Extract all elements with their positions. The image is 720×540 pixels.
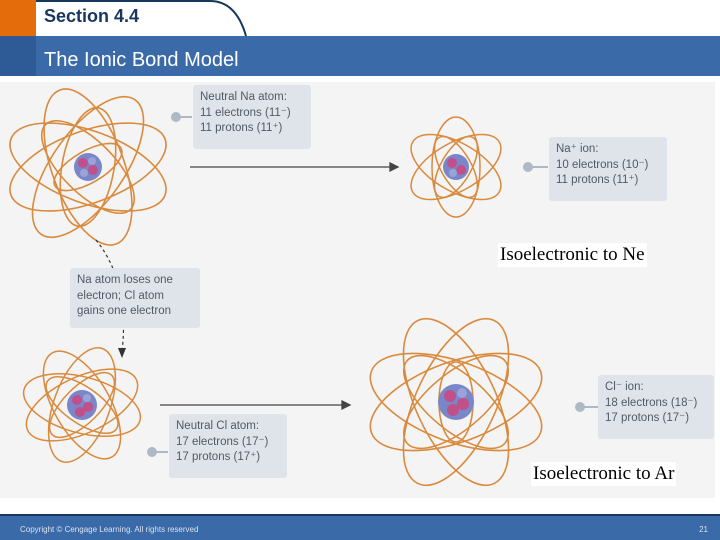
title-bar-accent bbox=[0, 36, 36, 76]
copyright-text: Copyright © Cengage Learning. All rights… bbox=[20, 525, 199, 534]
slide-title: The Ionic Bond Model bbox=[44, 49, 239, 71]
cl-ion-diagram bbox=[369, 317, 543, 487]
cl-atom-diagram bbox=[22, 347, 142, 463]
header-top bbox=[0, 0, 720, 36]
na-ion-callout: Na⁺ ion: 10 electrons (10⁻) 11 protons (… bbox=[549, 137, 667, 201]
neutral-cl-line-1: Neutral Cl atom: bbox=[176, 420, 260, 432]
neutral-cl-line-2: 17 electrons (17⁻) bbox=[176, 435, 269, 448]
footer-divider bbox=[0, 514, 720, 516]
isoelectronic-ar-label: Isoelectronic to Ar bbox=[531, 462, 677, 486]
cl-ion-line-2: 18 electrons (18⁻) bbox=[605, 396, 698, 409]
transfer-line-2: electron; Cl atom bbox=[77, 289, 164, 302]
na-ion-line-1: Na⁺ ion: bbox=[556, 143, 599, 155]
footer-bar: Copyright © Cengage Learning. All rights… bbox=[0, 516, 720, 540]
section-tab-curve bbox=[36, 0, 247, 37]
cl-ion-callout: Cl⁻ ion: 18 electrons (18⁻) 17 protons (… bbox=[598, 375, 714, 439]
isoelectronic-ne-label: Isoelectronic to Ne bbox=[498, 243, 647, 267]
neutral-na-line-3: 11 protons (11⁺) bbox=[200, 122, 283, 134]
transfer-callout: Na atom loses one electron; Cl atom gain… bbox=[70, 268, 200, 328]
section-label: Section 4.4 bbox=[44, 6, 140, 26]
section-accent-square bbox=[0, 0, 36, 36]
neutral-na-line-1: Neutral Na atom: bbox=[200, 91, 287, 103]
na-ion-line-3: 11 protons (11⁺) bbox=[556, 174, 639, 186]
na-ion-diagram bbox=[410, 116, 502, 218]
neutral-cl-line-3: 17 protons (17⁺) bbox=[176, 451, 261, 463]
neutral-cl-callout: Neutral Cl atom: 17 electrons (17⁻) 17 p… bbox=[169, 414, 287, 478]
transfer-line-1: Na atom loses one bbox=[77, 274, 173, 286]
title-bar bbox=[0, 36, 720, 76]
neutral-na-line-2: 11 electrons (11⁻) bbox=[200, 106, 291, 119]
na-ion-line-2: 10 electrons (10⁻) bbox=[556, 158, 649, 171]
neutral-na-callout: Neutral Na atom: 11 electrons (11⁻) 11 p… bbox=[193, 85, 311, 149]
page-number: 21 bbox=[699, 525, 708, 534]
transfer-line-3: gains one electron bbox=[77, 305, 171, 317]
cl-ion-line-1: Cl⁻ ion: bbox=[605, 381, 644, 393]
na-atom-diagram bbox=[9, 88, 167, 246]
cl-ion-line-3: 17 protons (17⁻) bbox=[605, 412, 690, 424]
ionic-bond-diagram bbox=[9, 88, 598, 487]
